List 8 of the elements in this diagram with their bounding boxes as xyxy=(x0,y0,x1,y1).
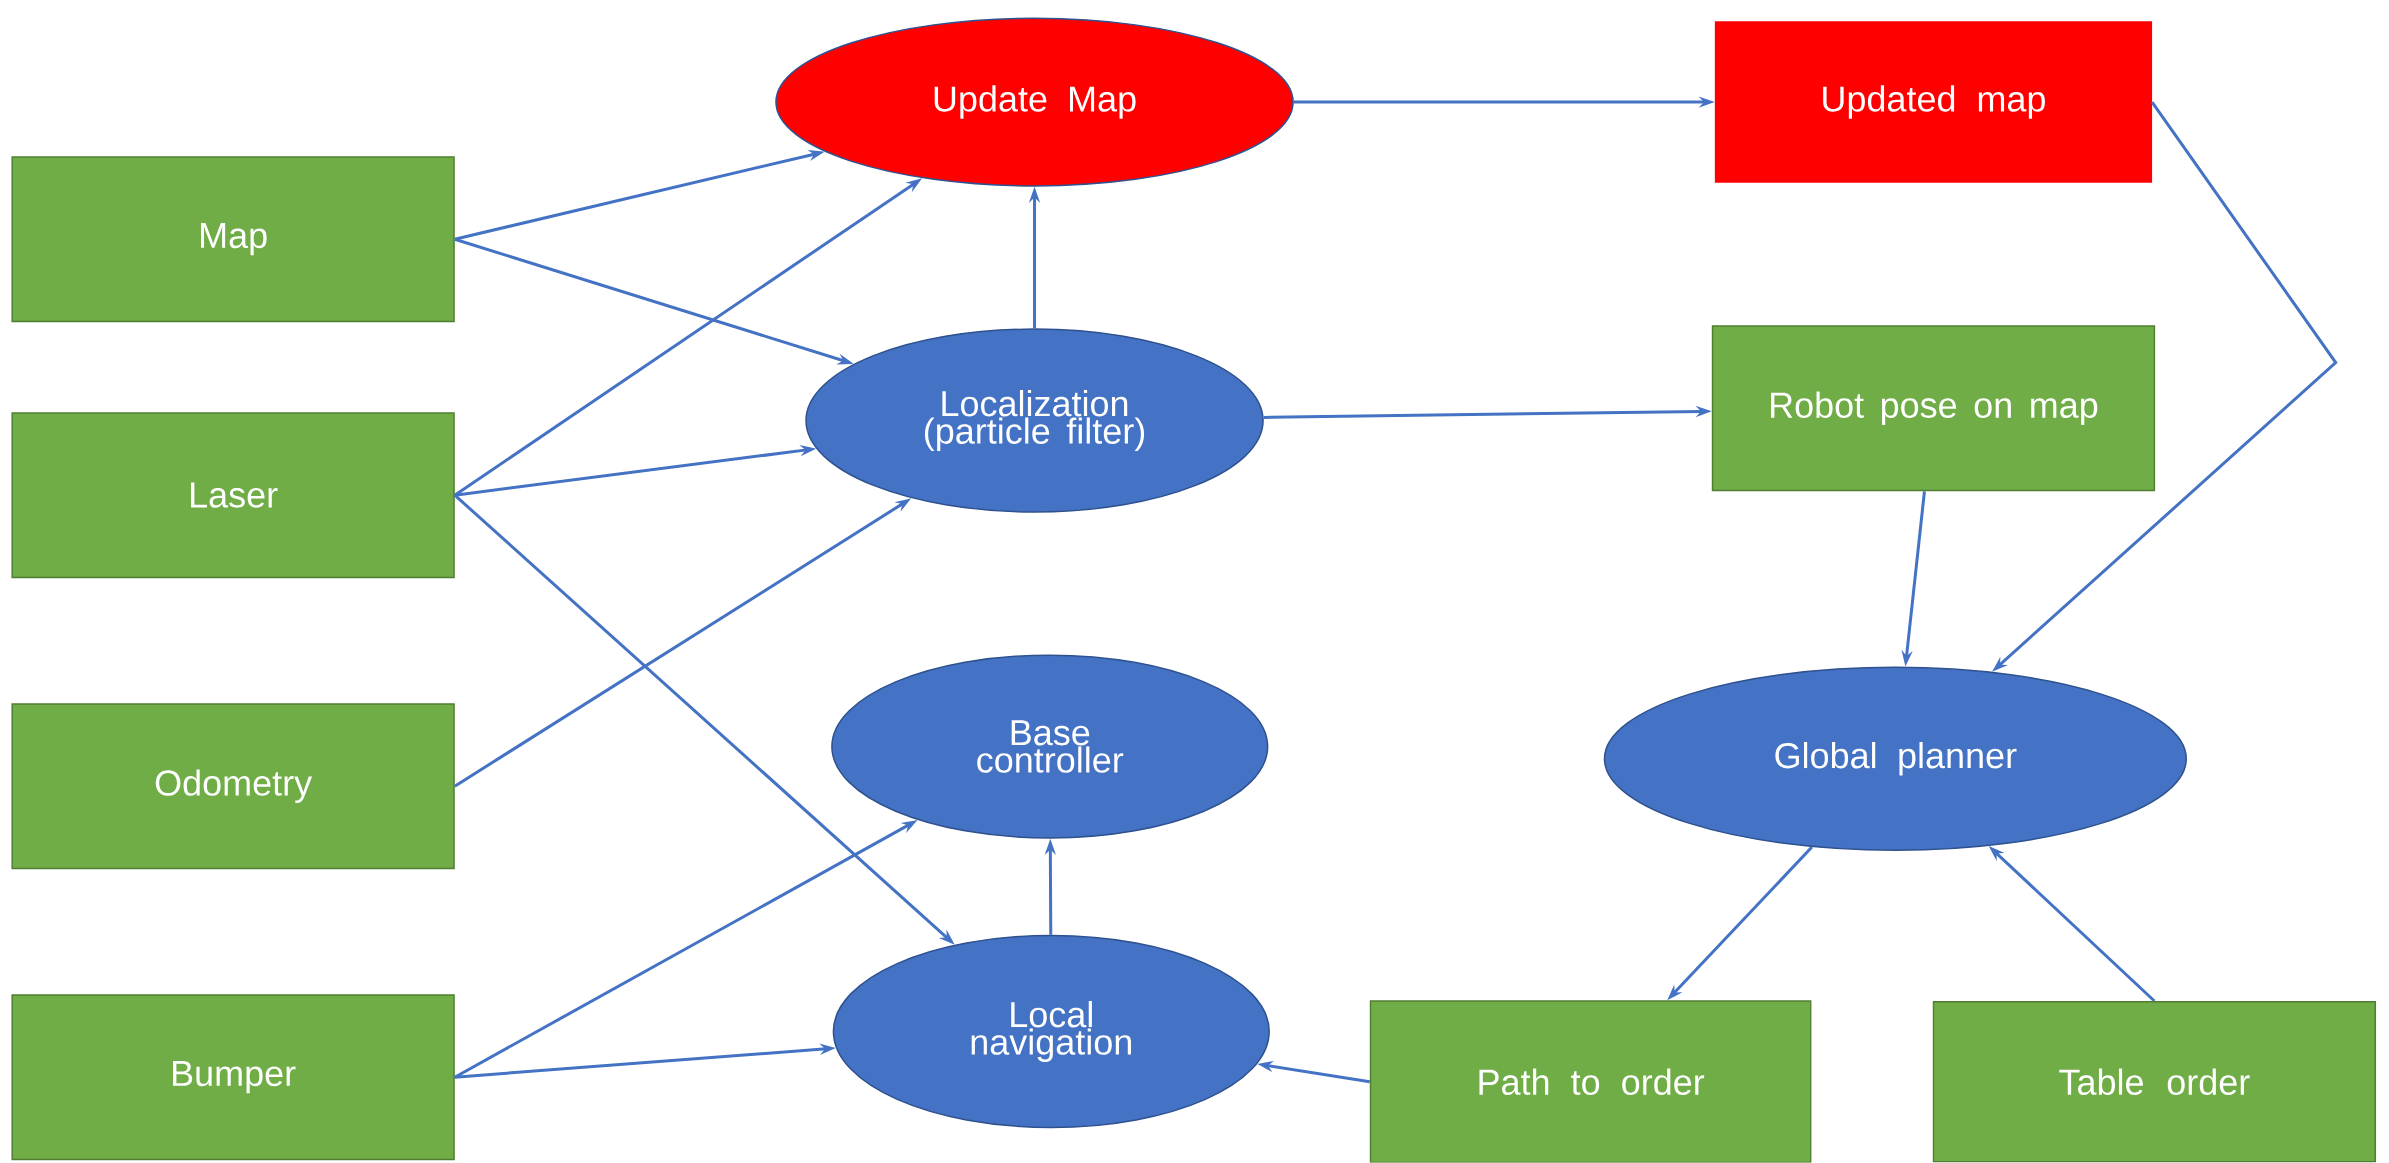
process-box: Map xyxy=(11,156,455,323)
process-box: Table order xyxy=(1932,1001,2377,1163)
process-box: Updated map xyxy=(1714,21,2153,184)
process-box: Bumper xyxy=(11,994,455,1161)
process-box: Odometry xyxy=(11,703,455,870)
process-box: Laser xyxy=(11,412,455,579)
process-box: Robot pose on map xyxy=(1711,325,2156,492)
process-box: Path to order xyxy=(1369,1000,1812,1163)
